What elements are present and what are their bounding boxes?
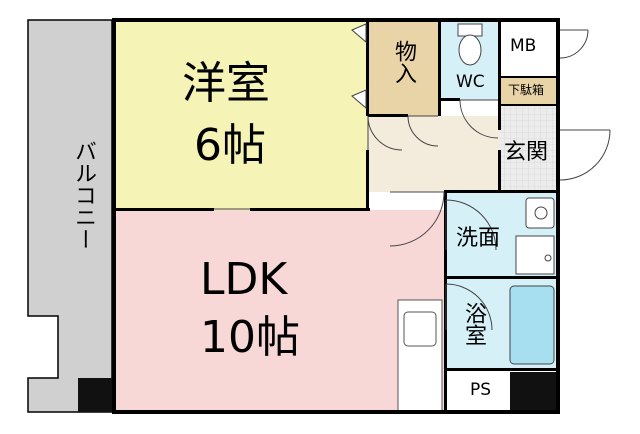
entrance-label: 玄関	[504, 140, 549, 165]
toilet-tank	[457, 23, 483, 37]
kitchen-sink	[403, 311, 437, 347]
door-wc	[459, 99, 499, 139]
washroom-label: 洗面	[456, 226, 501, 251]
ldk-name: LDK	[200, 254, 288, 305]
closet-arrow-1	[351, 23, 367, 44]
entrance-floor	[500, 104, 558, 192]
closet-arrow-2	[351, 89, 367, 110]
wc-label: WC	[456, 72, 485, 92]
shoe-closet-floor	[500, 78, 558, 104]
shoe-closet-label: 下駄箱	[508, 83, 545, 97]
door-bedroom	[367, 115, 403, 151]
door-entrance	[559, 129, 611, 181]
door-washroom	[445, 199, 497, 251]
balcony-area	[27, 19, 113, 413]
ldk-floor	[114, 210, 444, 412]
ps-label: PS	[470, 380, 492, 400]
door-mb	[559, 29, 589, 59]
door-storage	[407, 115, 439, 147]
bathtub	[509, 285, 555, 365]
toilet-bowl	[458, 34, 482, 66]
storage-floor	[368, 20, 440, 116]
storage-label: 物入	[391, 40, 416, 84]
door-ldk	[389, 191, 445, 247]
bedroom-floor	[114, 20, 368, 210]
bath-label: 浴室	[461, 302, 486, 346]
hall-floor	[368, 116, 500, 192]
mb-label: MB	[510, 36, 537, 56]
balcony-post-bottom	[78, 378, 114, 412]
balcony-label: バルコニー	[71, 140, 96, 250]
basin-drain	[534, 206, 548, 220]
bedroom-size: 6帖	[194, 120, 266, 171]
pan-drain	[544, 254, 552, 262]
wash-basin	[525, 197, 555, 229]
mb-floor	[500, 20, 558, 78]
door-bath	[445, 283, 493, 331]
ldk-size: 10帖	[200, 312, 300, 363]
bedroom-name: 洋室	[182, 58, 270, 109]
